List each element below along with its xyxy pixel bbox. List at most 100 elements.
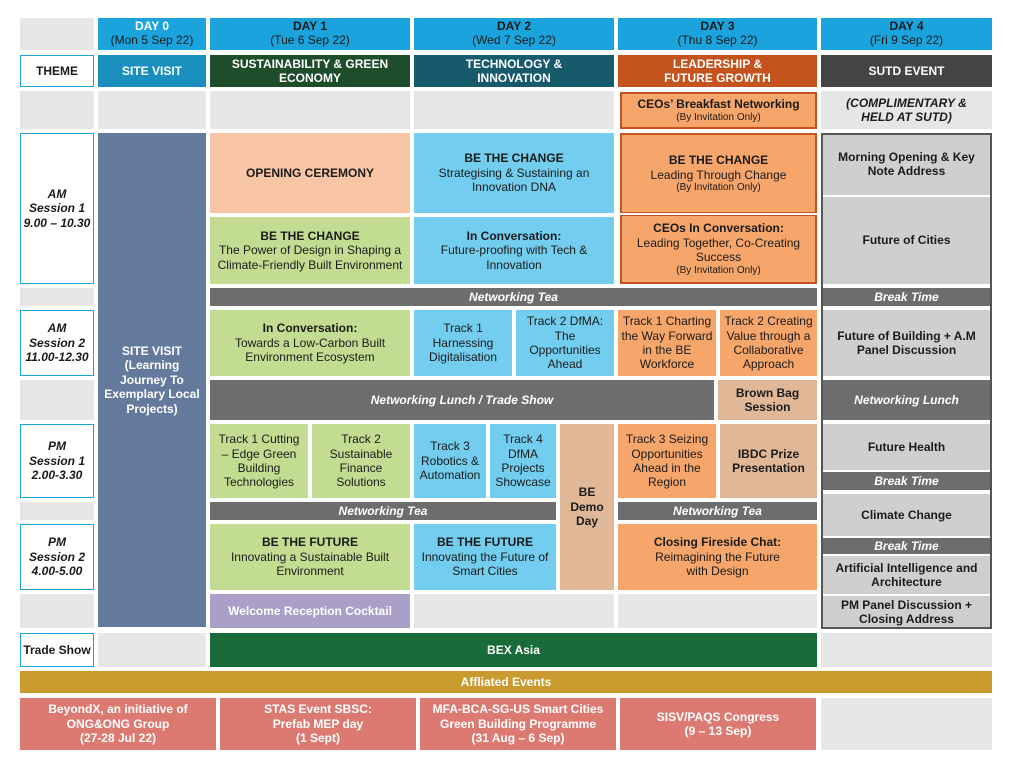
day1-btc-title: BE THE CHANGE	[260, 228, 360, 243]
day3-conv-note: (By Invitation Only)	[676, 264, 761, 276]
trade-show-day0	[98, 633, 206, 667]
day2-track3: Track 3 Robotics & Automation	[414, 424, 486, 498]
day1-track1: Track 1 Cutting – Edge Green Building Te…	[210, 424, 308, 498]
day2-conv-sub: Future-proofing with Tech & Innovation	[440, 243, 588, 272]
day4-note: (COMPLIMENTARY & HELD AT SUTD)	[821, 91, 992, 129]
fireside-title: Closing Fireside Chat:	[653, 535, 782, 550]
tea-row-label	[20, 288, 94, 306]
pm2-c: 4.00-5.00	[31, 564, 83, 579]
am1-a: AM	[47, 186, 67, 201]
day1-conv-sub: Towards a Low-Carbon Built Environment E…	[234, 335, 386, 365]
day4-ai-architecture: Artificial Intelligence and Architecture	[821, 556, 992, 594]
theme-day4: SUTD EVENT	[821, 55, 992, 87]
day3-date: (Thu 8 Sep 22)	[677, 33, 758, 47]
closing-fireside-chat: Closing Fireside Chat: Reimagining the F…	[618, 524, 817, 590]
pm2-b: Session 2	[28, 549, 86, 564]
day1-btf-sub: Innovating a Sustainable Built Environme…	[230, 549, 390, 579]
event-beyondx-date: (27-28 Jul 22)	[79, 731, 157, 746]
ceo-breakfast-title: CEOs’ Breakfast Networking	[637, 97, 800, 112]
day4-future-of-cities: Future of Cities	[821, 197, 992, 284]
day3-be-the-change: BE THE CHANGE Leading Through Change (By…	[620, 133, 817, 213]
day3-conv-sub: Leading Together, Co-Creating Success	[636, 235, 801, 265]
bex-asia: BEX Asia	[210, 633, 817, 667]
trade-show-day4	[821, 633, 992, 667]
day2-date: (Wed 7 Sep 22)	[472, 33, 556, 47]
event-empty	[821, 698, 992, 750]
am-session2-label: AM Session 2 11.00-12.30	[20, 310, 94, 376]
day3-btc-sub: Leading Through Change	[650, 167, 787, 182]
day1-conv-title: In Conversation:	[262, 321, 358, 336]
pre-row-label	[20, 91, 94, 129]
day4-label: DAY 4	[889, 19, 924, 34]
day2-btf-sub: Innovating the Future of Smart Cities	[421, 549, 549, 579]
pm-session1-label: PM Session 1 2.00-3.30	[20, 424, 94, 498]
networking-tea-1: Networking Tea	[210, 288, 817, 306]
day3-btc-note: (By Invitation Only)	[676, 181, 761, 193]
event-beyondx: BeyondX, an initiative of ONG&ONG Group …	[20, 698, 216, 750]
am1-b: Session 1	[28, 201, 86, 216]
day2-track1: Track 1 Harnessing Digitalisation	[414, 310, 512, 376]
welcome-reception-cocktail: Welcome Reception Cocktail	[210, 594, 410, 628]
day2-in-conversation: In Conversation: Future-proofing with Te…	[414, 217, 614, 284]
event-stas: STAS Event SBSC: Prefab MEP day (1 Sept)	[220, 698, 416, 750]
be-demo-day: BE Demo Day	[560, 424, 614, 590]
day1-btc-sub: The Power of Design in Shaping a Climate…	[217, 243, 403, 272]
day2-be-the-future: BE THE FUTURE Innovating the Future of S…	[414, 524, 556, 590]
event-beyondx-name: BeyondX, an initiative of ONG&ONG Group	[48, 702, 188, 731]
day4-future-of-building: Future of Building + A.M Panel Discussio…	[821, 310, 992, 376]
day3-label: DAY 3	[700, 19, 735, 34]
day4-future-health: Future Health	[821, 424, 992, 470]
am2-c: 11.00-12.30	[25, 350, 89, 365]
am1-c: 9.00 – 10.30	[23, 215, 91, 230]
day3-track3: Track 3 Seizing Opportunities Ahead in t…	[618, 424, 716, 498]
site-visit-block: SITE VISIT (Learning Journey To Exemplar…	[98, 133, 206, 627]
event-sisv-name: SISV/PAQS Congress	[656, 709, 780, 724]
day0-header: DAY 0 (Mon 5 Sep 22)	[98, 18, 206, 50]
day1-btf-title: BE THE FUTURE	[262, 535, 358, 550]
am2-b: Session 2	[28, 335, 86, 350]
theme-label: THEME	[20, 55, 94, 87]
event-stas-date: (1 Sept)	[295, 731, 340, 746]
pre-row-day1	[210, 91, 410, 129]
event-mfa-bca: MFA-BCA-SG-US Smart Cities Green Buildin…	[420, 698, 616, 750]
day4-break-time-2: Break Time	[821, 472, 992, 490]
day4-morning-opening: Morning Opening & Key Note Address	[821, 133, 992, 195]
pm-session2-label: PM Session 2 4.00-5.00	[20, 524, 94, 590]
event-mfa-bca-name: MFA-BCA-SG-US Smart Cities Green Buildin…	[432, 702, 604, 731]
theme-day3: LEADERSHIP & FUTURE GROWTH	[618, 55, 817, 87]
welcome-row-day3	[618, 594, 817, 628]
day3-track2: Track 2 Creating Value through a Collabo…	[720, 310, 817, 376]
tea2-row-label	[20, 502, 94, 520]
fireside-sub: Reimagining the Future with Design	[655, 549, 780, 579]
pm1-a: PM	[48, 439, 66, 454]
day4-networking-lunch: Networking Lunch	[821, 380, 992, 420]
day2-label: DAY 2	[496, 19, 532, 34]
day1-be-the-future: BE THE FUTURE Innovating a Sustainable B…	[210, 524, 410, 590]
event-sisv-paqs: SISV/PAQS Congress (9 – 13 Sep)	[620, 698, 816, 750]
site-visit-title: SITE VISIT	[121, 344, 182, 359]
ceo-breakfast-note: (By Invitation Only)	[676, 111, 761, 123]
day2-btc-title: BE THE CHANGE	[464, 151, 564, 166]
networking-tea-2: Networking Tea	[210, 502, 556, 520]
day3-header: DAY 3 (Thu 8 Sep 22)	[618, 18, 817, 50]
day3-track1: Track 1 Charting the Way Forward in the …	[618, 310, 716, 376]
pre-row-day2	[414, 91, 614, 129]
day1-label: DAY 1	[292, 19, 328, 34]
trade-show-label: Trade Show	[20, 633, 94, 667]
networking-tea-3: Networking Tea	[618, 502, 817, 520]
day4-pm-panel: PM Panel Discussion + Closing Address	[821, 596, 992, 628]
day1-date: (Tue 6 Sep 22)	[270, 33, 350, 47]
day0-label: DAY 0	[134, 19, 170, 34]
theme-day0: SITE VISIT	[98, 55, 206, 87]
pm2-a: PM	[48, 535, 66, 550]
pre-row-day0	[98, 91, 206, 129]
day3-btc-title: BE THE CHANGE	[668, 153, 769, 168]
event-mfa-bca-date: (31 Aug – 6 Sep)	[471, 731, 565, 746]
pm1-c: 2.00-3.30	[31, 468, 83, 483]
day4-break-time-3: Break Time	[821, 538, 992, 554]
day1-header: DAY 1 (Tue 6 Sep 22)	[210, 18, 410, 50]
am-session1-label: AM Session 1 9.00 – 10.30	[20, 133, 94, 284]
day4-header: DAY 4 (Fri 9 Sep 22)	[821, 18, 992, 50]
event-stas-name: STAS Event SBSC: Prefab MEP day	[264, 702, 372, 731]
ceo-breakfast: CEOs’ Breakfast Networking (By Invitatio…	[620, 92, 817, 129]
